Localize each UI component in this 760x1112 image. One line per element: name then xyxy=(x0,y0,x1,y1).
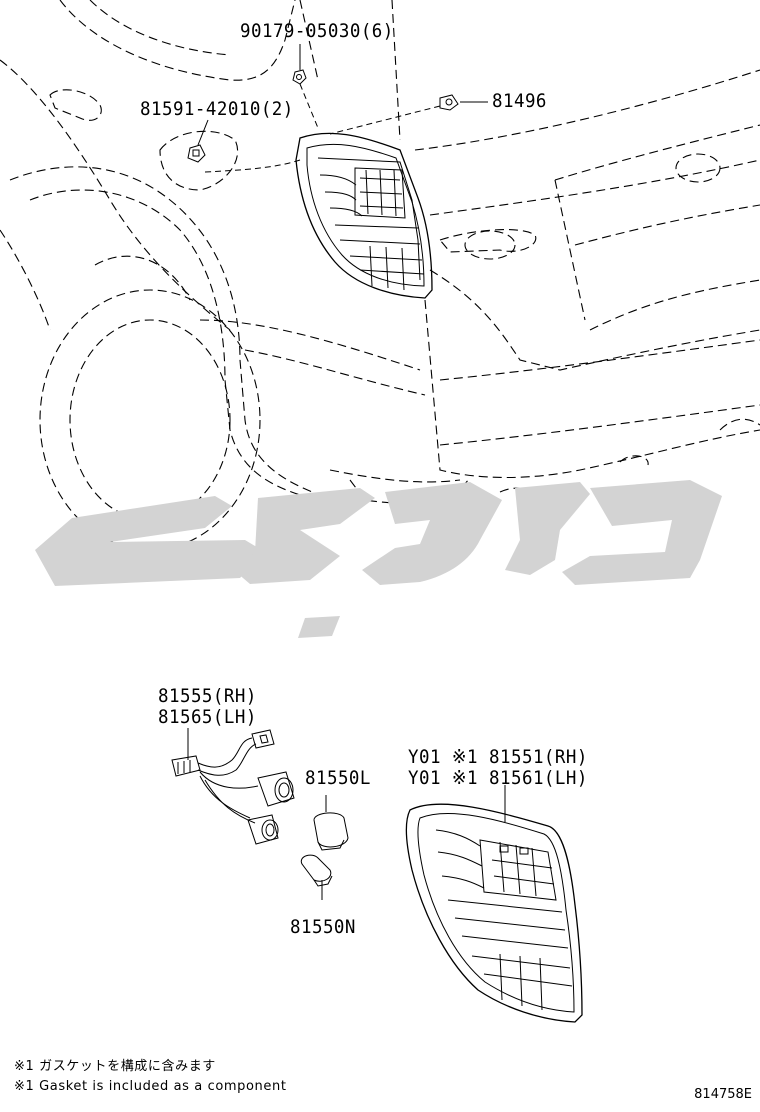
tail-lamp-part xyxy=(405,785,583,1023)
label-socket-lh: 81565(LH) xyxy=(158,706,257,728)
bolt-90179 xyxy=(292,69,307,85)
socket-wire-assembly xyxy=(171,728,295,845)
illustration-code: 814758E xyxy=(694,1087,752,1102)
label-clip-81591: 81591-42010(2) xyxy=(140,98,294,120)
clip-81591 xyxy=(187,144,206,163)
leader-lines-top xyxy=(197,44,488,173)
label-socket-rh: 81555(RH) xyxy=(158,685,257,707)
bulb-81550l xyxy=(313,795,349,851)
vehicle-body-outline xyxy=(0,0,760,551)
note-english: ※1 Gasket is included as a component xyxy=(14,1079,287,1094)
tail-lamp-installed xyxy=(295,132,433,299)
nut-81496 xyxy=(439,94,459,111)
watermark-logo xyxy=(35,480,722,638)
note-japanese: ※1 ガスケットを構成に含みます xyxy=(14,1059,216,1074)
label-lamp-lh: Y01 ※1 81561(LH) xyxy=(408,767,588,789)
label-bulb-81550n: 81550N xyxy=(290,916,356,938)
bulb-81550n xyxy=(300,854,333,900)
label-nut-81496: 81496 xyxy=(492,90,547,112)
label-bolt-90179: 90179-05030(6) xyxy=(240,20,394,42)
label-lamp-rh: Y01 ※1 81551(RH) xyxy=(408,746,588,768)
label-bulb-81550l: 81550L xyxy=(305,767,371,789)
